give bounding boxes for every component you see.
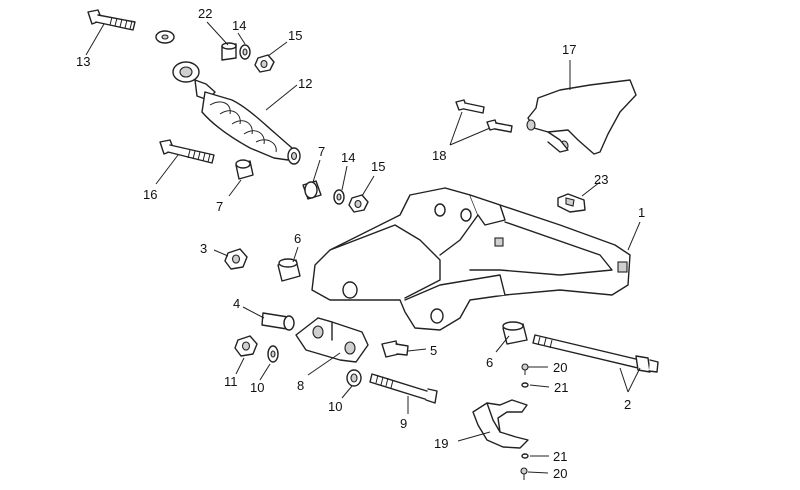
callout-5: 5 — [430, 343, 437, 358]
nut-15-upper — [254, 54, 275, 73]
nut-15-mid — [348, 194, 369, 213]
washer-21-upper — [521, 382, 529, 388]
nut-11 — [234, 335, 258, 357]
callout-13: 13 — [76, 54, 90, 69]
bushing-6-lower — [502, 321, 528, 345]
bolt-16 — [159, 139, 215, 164]
callout-20-upper: 20 — [553, 360, 567, 375]
callout-1: 1 — [638, 205, 645, 220]
nut-3 — [224, 248, 248, 270]
chain-guard-19 — [472, 399, 529, 449]
callout-23: 23 — [594, 172, 608, 187]
callout-15-mid: 15 — [371, 159, 385, 174]
clip-23 — [557, 193, 586, 213]
callout-16: 16 — [143, 187, 157, 202]
callout-6-lower: 6 — [486, 355, 493, 370]
callout-15: 15 — [288, 28, 302, 43]
axle-2 — [532, 334, 659, 373]
bushing-6-upper — [277, 258, 301, 282]
callout-10-left: 10 — [250, 380, 264, 395]
callout-6-upper: 6 — [294, 231, 301, 246]
callout-21-upper: 21 — [554, 380, 568, 395]
bolt-18-lower — [486, 119, 513, 133]
callout-14: 14 — [232, 18, 246, 33]
callout-7-left: 7 — [216, 199, 223, 214]
washer-10-left — [267, 345, 279, 363]
callout-10-mid: 10 — [328, 399, 342, 414]
callout-7-mid: 7 — [318, 144, 325, 159]
callout-2: 2 — [624, 397, 631, 412]
callout-8: 8 — [297, 378, 304, 393]
callout-18: 18 — [432, 148, 446, 163]
washer-22 — [155, 30, 175, 44]
washer-21-lower — [521, 453, 529, 459]
bolt-13 — [87, 9, 136, 31]
callout-11: 11 — [224, 374, 238, 389]
callout-12: 12 — [298, 76, 312, 91]
callout-17: 17 — [562, 42, 576, 57]
callout-20-lower: 20 — [553, 466, 567, 481]
link-plate-8 — [295, 317, 369, 363]
shock-absorber — [172, 61, 301, 165]
washer-14-upper — [239, 44, 251, 60]
bolt-5 — [381, 340, 409, 358]
callout-22: 22 — [198, 6, 212, 21]
pin-4 — [261, 312, 295, 331]
screw-20-upper — [521, 363, 529, 375]
bushing-7-left — [235, 159, 254, 180]
leader-lines — [85, 21, 641, 474]
bushing-7-upper — [221, 42, 237, 61]
callout-4: 4 — [233, 296, 240, 311]
washer-10-mid — [346, 369, 362, 387]
chain-guide-17 — [526, 79, 637, 155]
screw-20-lower — [520, 467, 528, 480]
callout-labels: 13 22 14 15 12 17 7 14 15 16 7 18 23 1 6… — [76, 6, 645, 481]
callout-21-lower: 21 — [553, 449, 567, 464]
bolt-9 — [369, 373, 438, 404]
bolt-18-upper — [455, 99, 485, 114]
bushing-7-mid — [302, 180, 322, 200]
callout-19: 19 — [434, 436, 448, 451]
callout-9: 9 — [400, 416, 407, 431]
callout-14-mid: 14 — [341, 150, 355, 165]
washer-14-mid — [333, 189, 345, 205]
swingarm — [311, 187, 631, 331]
callout-3: 3 — [200, 241, 207, 256]
